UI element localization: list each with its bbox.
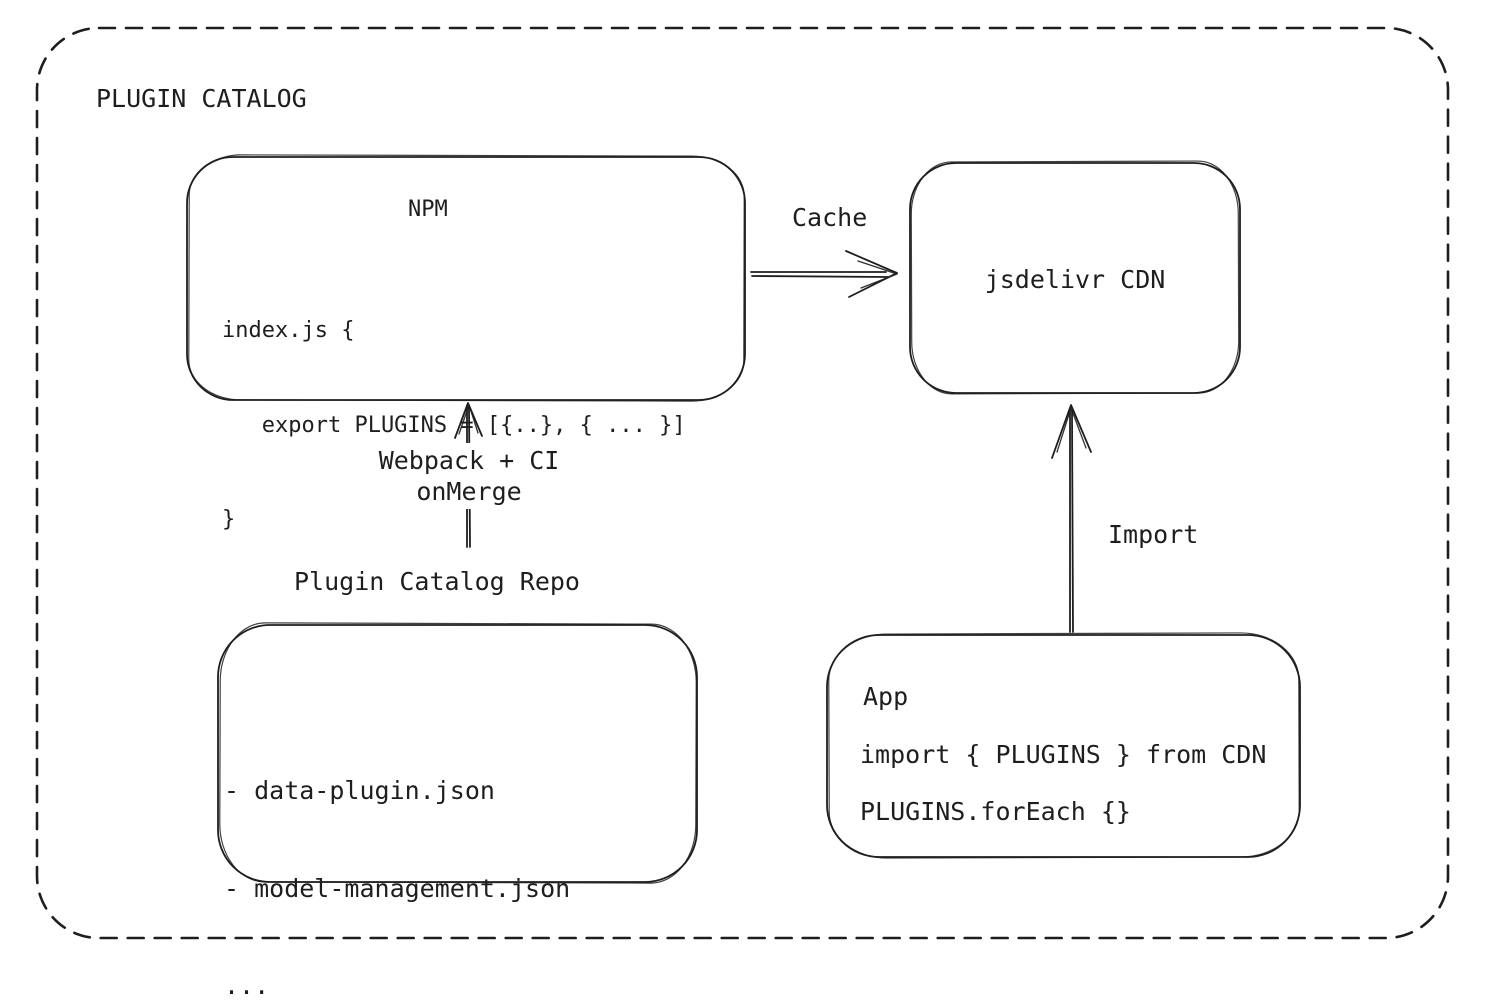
build-arrow-label-line2: onMerge <box>416 477 522 506</box>
cache-arrow-label: Cache <box>792 203 868 232</box>
build-arrow-label: Webpack + CI onMerge <box>370 443 568 509</box>
cdn-box-label: jsdelivr CDN <box>984 265 1166 294</box>
npm-box-title: NPM <box>408 197 448 222</box>
repo-file-item: ... <box>224 971 270 1000</box>
cdn-box <box>909 160 1241 395</box>
build-arrow-label-line1: Webpack + CI <box>378 446 560 475</box>
npm-box <box>186 154 746 402</box>
npm-code-line: export PLUGINS = [{..}, { ... }] <box>222 412 686 438</box>
diagram-title: PLUGIN CATALOG <box>96 84 307 113</box>
app-code-line: PLUGINS.forEach {} <box>860 797 1131 826</box>
import-arrow-label: Import <box>1108 520 1199 549</box>
app-box-title: App <box>863 682 909 711</box>
repo-box <box>217 622 698 884</box>
npm-code: index.js { export PLUGINS = [{..}, { ...… <box>222 252 686 599</box>
repo-file-item: - model-management.json <box>224 873 571 903</box>
repo-file-item: - data-plugin.json <box>224 776 495 805</box>
app-box <box>826 632 1301 859</box>
repo-file-list: - data-plugin.json - model-management.js… <box>224 710 570 1002</box>
import-arrow <box>1051 404 1092 633</box>
repo-box-label: Plugin Catalog Repo <box>294 567 580 596</box>
npm-code-line: index.js { <box>222 318 355 343</box>
npm-code-line: } <box>222 507 236 532</box>
app-code-line: import { PLUGINS } from CDN <box>860 740 1267 769</box>
cache-arrow <box>750 250 898 298</box>
